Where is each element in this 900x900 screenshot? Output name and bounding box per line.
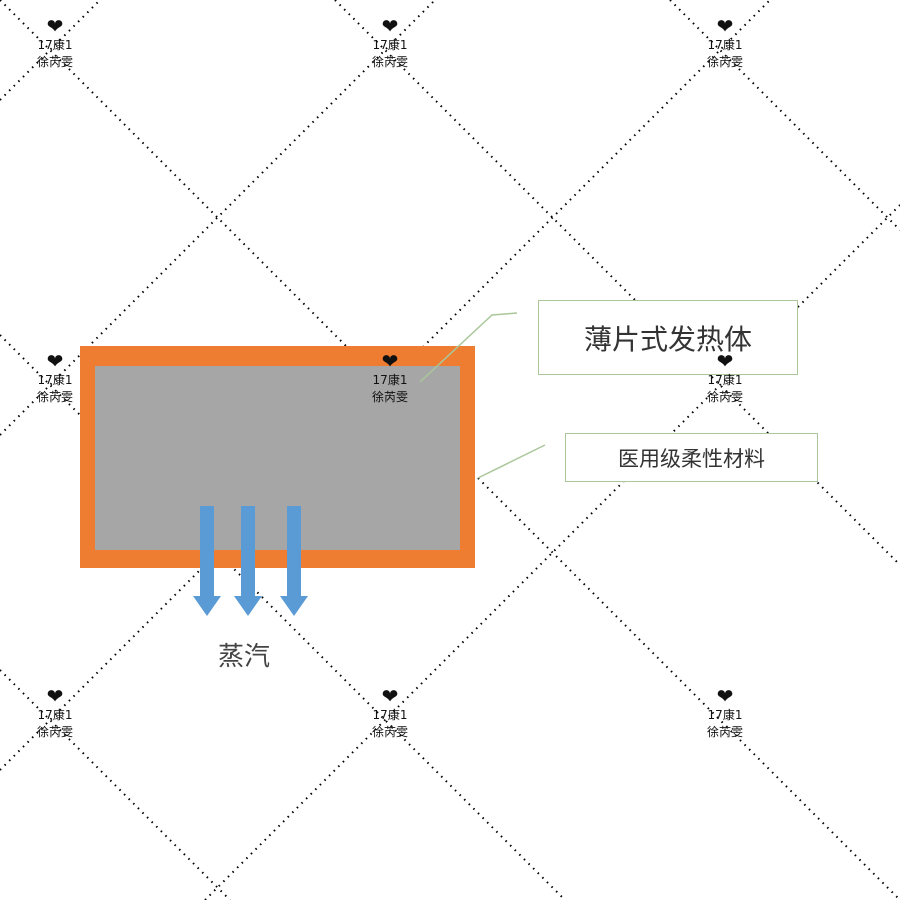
watermark: ❤17康1 徐芮雯 xyxy=(690,350,760,406)
steam-arrow xyxy=(280,506,308,616)
hearts-icon: ❤ xyxy=(46,684,64,708)
watermark-line2: 徐芮雯 xyxy=(706,390,743,404)
watermark: ❤17康1 徐芮雯 xyxy=(355,685,425,741)
watermark-line2: 徐芮雯 xyxy=(36,55,73,69)
steam-label: 蒸汽 xyxy=(218,642,271,672)
heater-label-box: 薄片式发热体 xyxy=(538,300,798,375)
hearts-icon: ❤ xyxy=(46,349,64,373)
watermark-dotted-line xyxy=(0,669,231,900)
watermark: ❤17康1 徐芮雯 xyxy=(20,685,90,741)
hearts-icon: ❤ xyxy=(381,349,399,373)
watermark-line1: 17康1 xyxy=(37,708,73,722)
hearts-icon: ❤ xyxy=(716,349,734,373)
watermark: ❤17康1 徐芮雯 xyxy=(355,350,425,406)
hearts-icon: ❤ xyxy=(46,14,64,38)
watermark: ❤17康1 徐芮雯 xyxy=(355,15,425,71)
watermark-line2: 徐芮雯 xyxy=(706,725,743,739)
watermark-line1: 17康1 xyxy=(372,373,408,387)
hearts-icon: ❤ xyxy=(381,14,399,38)
hearts-icon: ❤ xyxy=(716,14,734,38)
heater-leader-line xyxy=(419,312,518,383)
watermark-line2: 徐芮雯 xyxy=(36,390,73,404)
watermark: ❤17康1 徐芮雯 xyxy=(690,15,760,71)
watermark: ❤17康1 徐芮雯 xyxy=(690,685,760,741)
watermark-line1: 17康1 xyxy=(37,373,73,387)
watermark-line2: 徐芮雯 xyxy=(371,55,408,69)
watermark: ❤17康1 徐芮雯 xyxy=(20,350,90,406)
watermark-line2: 徐芮雯 xyxy=(371,390,408,404)
watermark: ❤17康1 徐芮雯 xyxy=(20,15,90,71)
steam-arrow xyxy=(193,506,221,616)
steam-arrow xyxy=(234,506,262,616)
watermark-line1: 17康1 xyxy=(37,38,73,52)
watermark-line2: 徐芮雯 xyxy=(36,725,73,739)
hearts-icon: ❤ xyxy=(381,684,399,708)
heater-label: 薄片式发热体 xyxy=(583,322,752,356)
heating-element xyxy=(95,366,460,550)
hearts-icon: ❤ xyxy=(716,684,734,708)
material-label: 医用级柔性材料 xyxy=(618,446,765,471)
watermark-line2: 徐芮雯 xyxy=(371,725,408,739)
watermark-line2: 徐芮雯 xyxy=(706,55,743,69)
watermark-line1: 17康1 xyxy=(707,708,743,722)
material-leader-line xyxy=(477,444,546,479)
watermark-line1: 17康1 xyxy=(707,373,743,387)
watermark-line1: 17康1 xyxy=(707,38,743,52)
watermark-dotted-line xyxy=(0,0,101,101)
watermark-dotted-line xyxy=(669,0,900,231)
material-label-box: 医用级柔性材料 xyxy=(565,433,818,482)
watermark-line1: 17康1 xyxy=(372,38,408,52)
watermark-line1: 17康1 xyxy=(372,708,408,722)
